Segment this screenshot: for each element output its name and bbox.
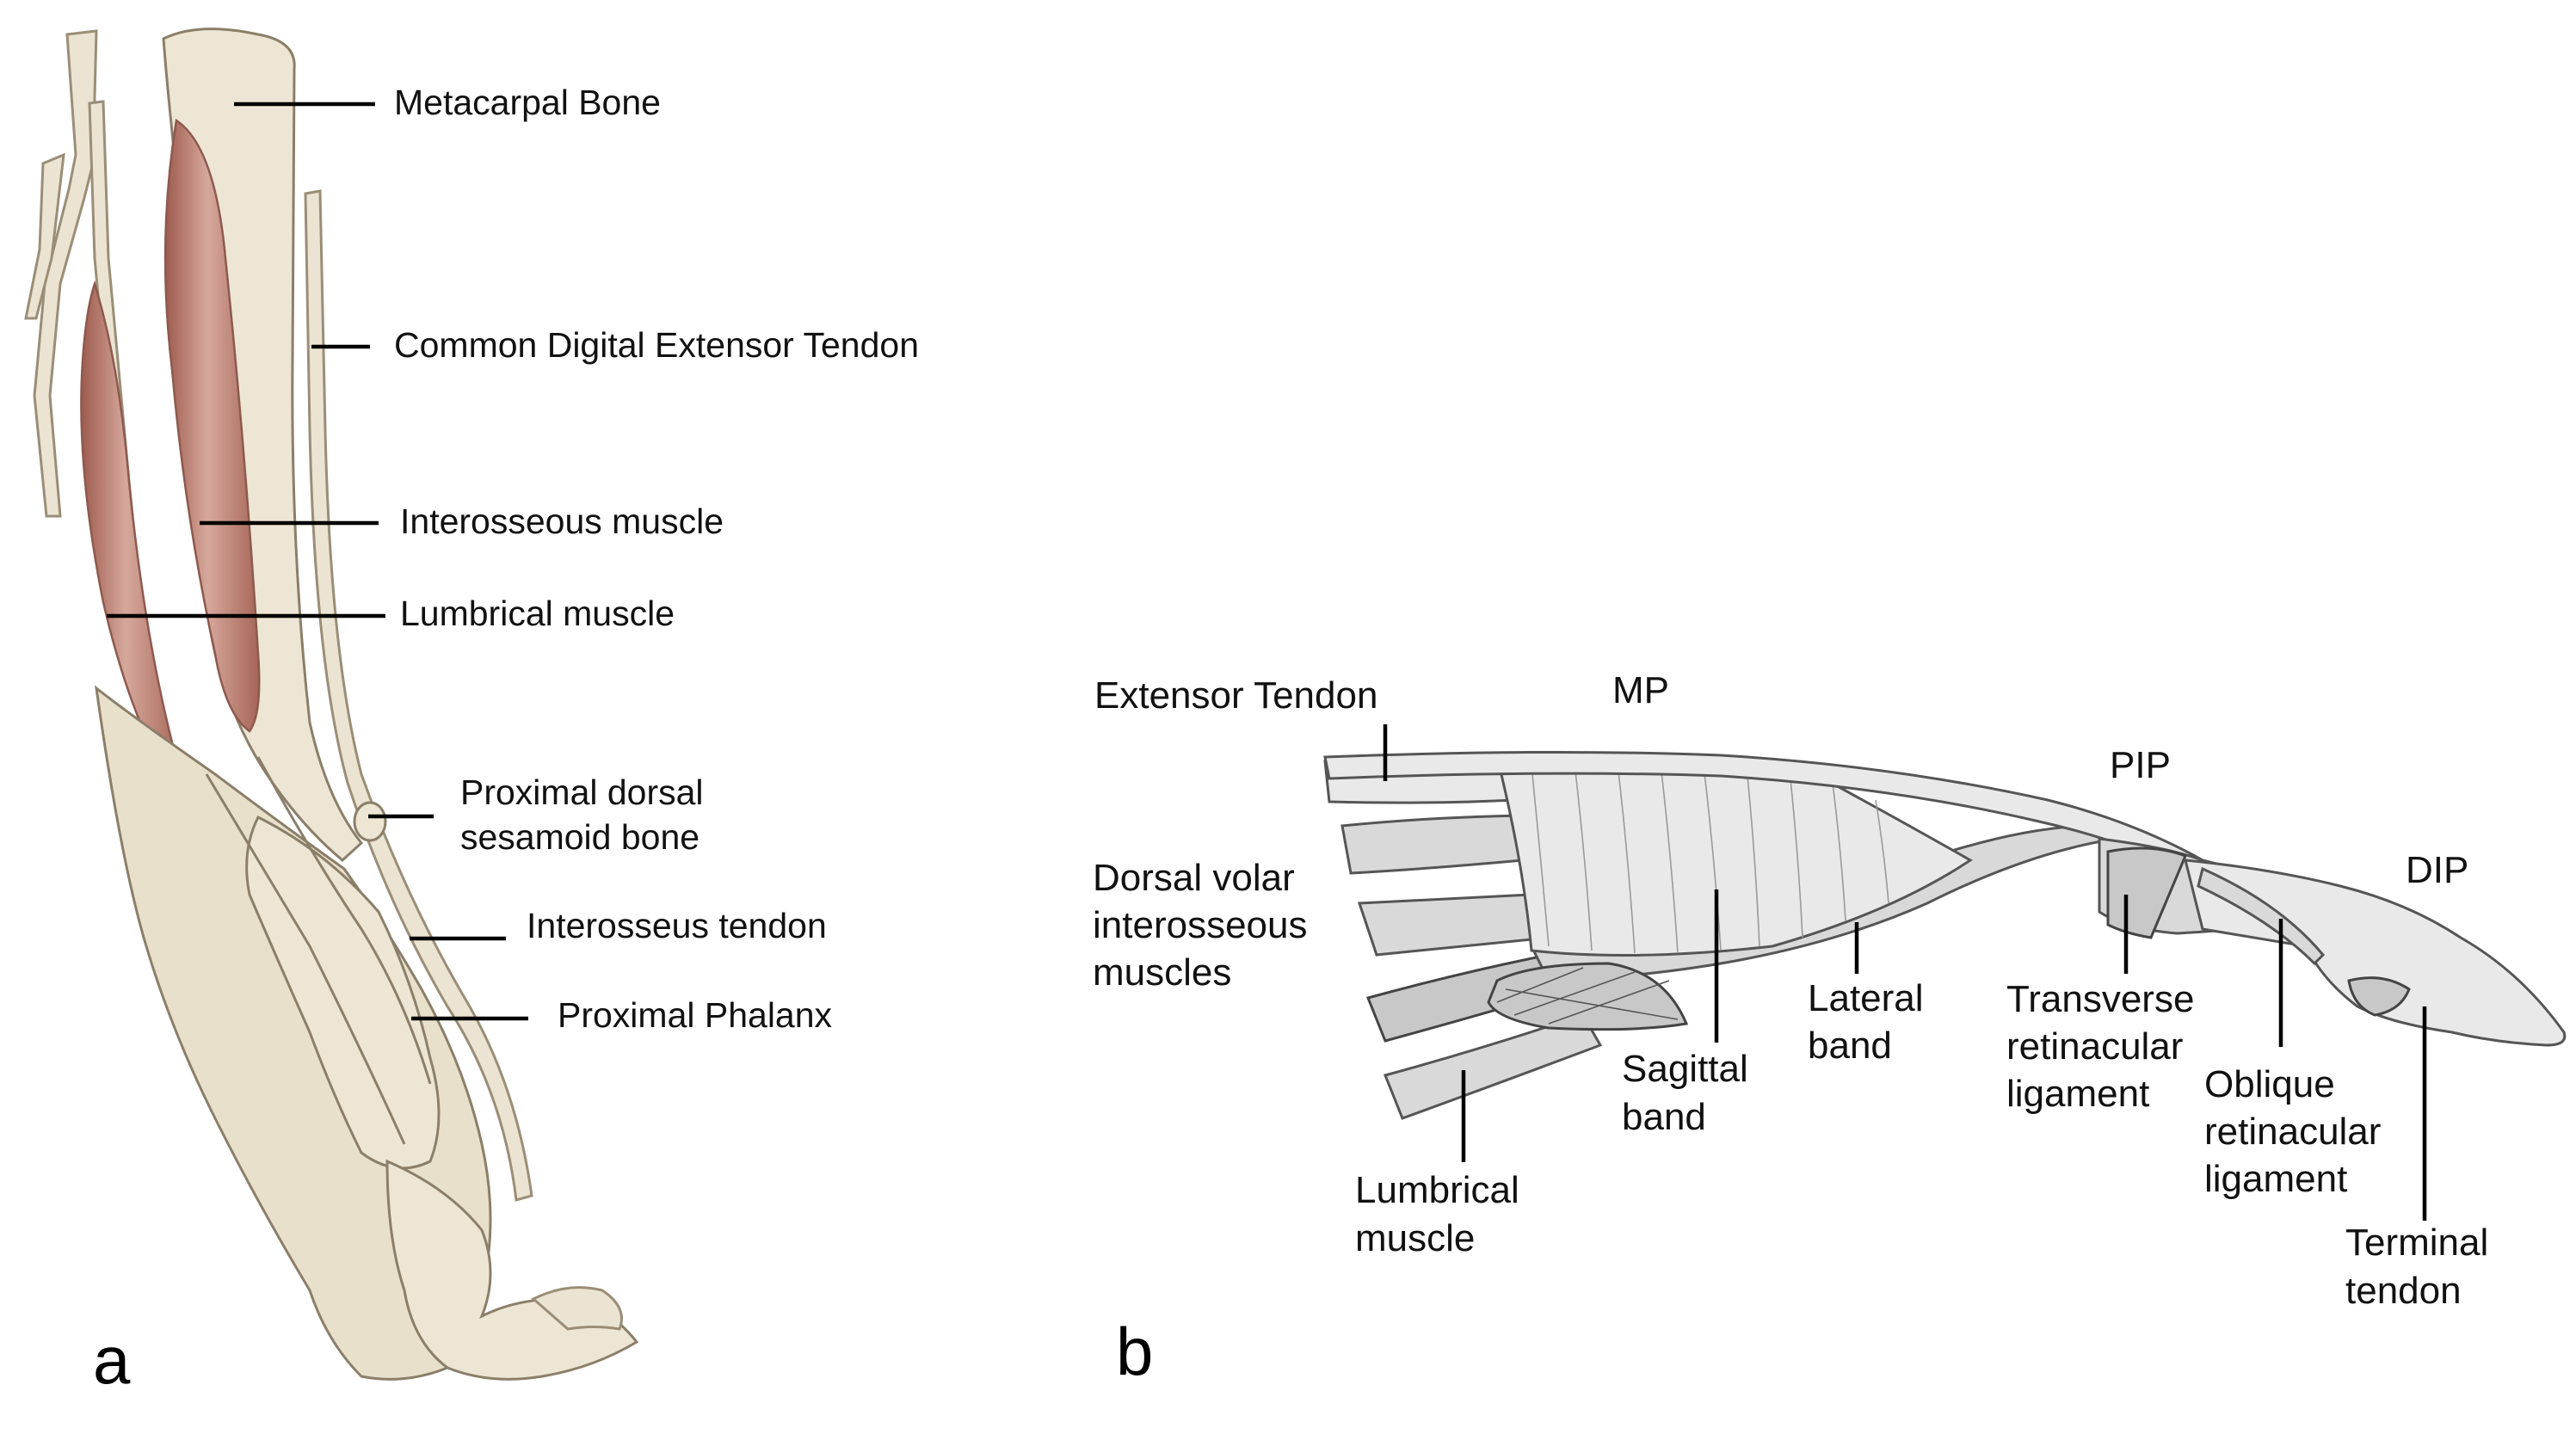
label-lumbrical-muscle-b-1: Lumbrical [1355,1169,1519,1211]
label-oblique-3: ligament [2204,1158,2347,1200]
label-lateral-band-2: band [1808,1025,1892,1067]
label-interosseous-muscle: Interosseous muscle [400,502,724,541]
extensor-tendon-shape [304,189,533,1202]
panel-letter-a: a [93,1322,131,1398]
label-proximal-dorsal-sesamoid-2: sesamoid bone [460,817,699,857]
panel-b-leaders [1383,724,2427,1221]
label-oblique-2: retinacular [2204,1111,2381,1153]
label-lumbrical-muscle-a: Lumbrical muscle [400,594,675,633]
label-pip: PIP [2110,744,2171,786]
panel-letter-b: b [1116,1314,1153,1389]
lumbrical-muscle-shape [80,280,182,787]
label-oblique-1: Oblique [2204,1063,2335,1105]
panel-a-leaders [107,102,528,1021]
label-transverse-3: ligament [2006,1073,2149,1115]
proximal-phalanx-shape [245,815,441,1170]
label-sagittal-band-2: band [1622,1096,1706,1138]
label-proximal-phalanx: Proximal Phalanx [558,995,833,1035]
label-terminal-tendon-1: Terminal [2345,1222,2488,1264]
label-interosseus-tendon: Interosseus tendon [527,906,827,945]
label-proximal-dorsal-sesamoid-1: Proximal dorsal [460,772,704,812]
panel-b-labels: Extensor Tendon MP PIP DIP Dorsal volar … [1093,669,2488,1389]
label-common-digital-extensor-tendon: Common Digital Extensor Tendon [394,325,919,365]
label-lumbrical-muscle-b-2: muscle [1355,1217,1475,1259]
panel-a-illustration [24,28,639,1381]
interosseous-muscle-shape [163,118,261,733]
label-lateral-band-1: Lateral [1808,977,1924,1019]
label-transverse-1: Transverse [2006,978,2194,1020]
label-dorsal-volar-1: Dorsal volar [1093,857,1295,899]
label-sagittal-band-1: Sagittal [1622,1048,1748,1090]
label-dip: DIP [2406,849,2468,891]
label-dorsal-volar-3: muscles [1093,951,1231,994]
label-transverse-2: retinacular [2006,1025,2183,1068]
panel-a-labels: Metacarpal Bone Common Digital Extensor … [93,83,919,1398]
panel-b-illustration [1323,750,2567,1120]
label-extensor-tendon: Extensor Tendon [1094,674,1377,717]
sesamoid-bone-shape [353,801,387,842]
label-dorsal-volar-2: interosseous [1093,904,1307,946]
label-mp: MP [1612,669,1669,711]
label-terminal-tendon-2: tendon [2345,1270,2462,1312]
label-metacarpal-bone: Metacarpal Bone [394,83,661,122]
